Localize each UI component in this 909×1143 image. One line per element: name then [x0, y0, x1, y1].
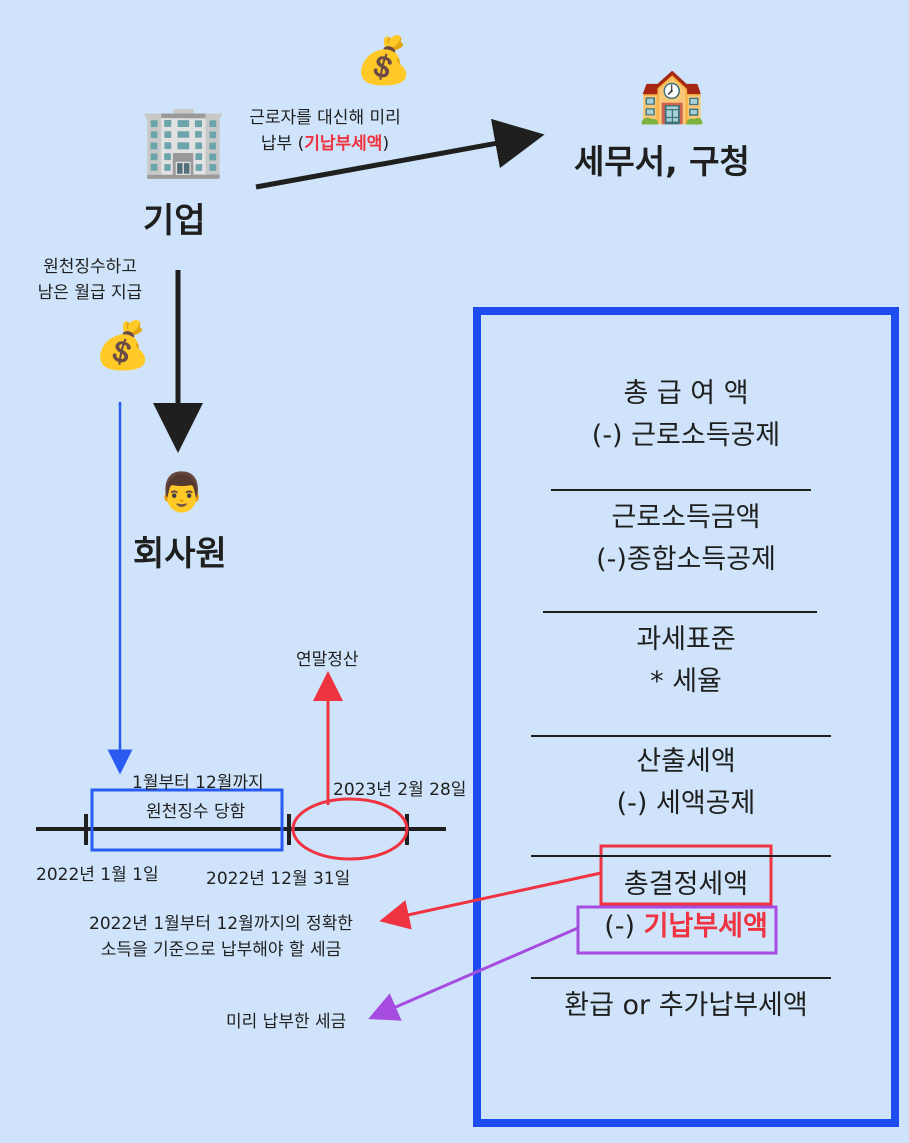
period-box-outline: [90, 788, 284, 852]
money-bag-icon-2: 💰: [94, 318, 152, 372]
total-determined-tax: 총결정세액: [623, 869, 749, 900]
separator-5: [531, 977, 831, 979]
prepaid-tax-outline: [576, 905, 778, 955]
tax-rate: * 세율: [650, 666, 722, 697]
separator-2: [543, 611, 817, 613]
office-building-icon: 🏢: [140, 99, 228, 181]
arrow-label-withhold-line1: 원천징수하고: [43, 257, 137, 277]
comprehensive-income-deduction: (-)종합소득공제: [596, 544, 776, 575]
tax-calc-box-outline: [473, 307, 899, 1127]
employee-label: 회사원: [133, 534, 227, 574]
tax-office-label: 세무서, 구청: [574, 142, 750, 181]
company-label: 기업: [143, 201, 206, 241]
determined-tax-note-line1: 2022년 1월부터 12월까지의 정확한: [89, 914, 353, 934]
arrow-label-withhold-line2: 남은 월급 지급: [37, 283, 143, 303]
arrow-label-withhold: 원천징수하고 남은 월급 지급: [20, 254, 160, 306]
prepaid-tax-note: 미리 납부한 세금: [226, 1012, 347, 1032]
man-icon: 👨: [158, 470, 206, 514]
prepaid-tax-highlight: 기납부세액: [643, 911, 768, 942]
arrow-company-to-office: [255, 118, 545, 190]
tax-calc-box: 총 급 여 액 (-) 근로소득공제 근로소득금액 (-)종합소득공제 과세표준…: [481, 315, 891, 1119]
school-building-icon: 🏫: [638, 63, 706, 126]
tax-credit: (-) 세액공제: [616, 788, 756, 819]
separator-1: [551, 489, 811, 491]
prepaid-tax-row: (-) 기납부세액: [481, 906, 891, 948]
gross-pay: 총 급 여 액: [623, 378, 749, 409]
computed-tax: 산출세액: [636, 746, 736, 777]
period-title: 1월부터 12월까지: [132, 773, 264, 793]
prepaid-tax-prefix: (-): [604, 911, 644, 942]
arrow-determined-to-note: [379, 871, 602, 930]
timeline-end-label: 2022년 12월 31일: [206, 869, 351, 889]
arrow-label-prepay-highlight: 기납부세액: [304, 134, 383, 154]
arrow-label-prepay-prefix: 납부 (: [260, 134, 305, 154]
refund-or-additional-tax: 환급 or 추가납부세액: [564, 990, 808, 1021]
determined-tax-outline: [599, 844, 773, 906]
arrow-label-prepay: 근로자를 대신해 미리 납부 (기납부세액): [225, 105, 425, 157]
settlement-ellipse: [291, 797, 409, 861]
arrow-label-prepay-suffix: ): [382, 134, 390, 154]
earned-income-deduction: (-) 근로소득공제: [591, 420, 781, 451]
arrow-label-prepay-line1: 근로자를 대신해 미리: [249, 108, 401, 128]
arrow-prepaid-to-note: [368, 926, 579, 1021]
year-end-settlement-label: 연말정산: [296, 650, 359, 670]
earned-income-amount: 근로소득금액: [611, 502, 761, 533]
settle-deadline-label: 2023년 2월 28일: [333, 780, 467, 800]
separator-4: [531, 855, 831, 857]
determined-tax-note-line2: 소득을 기준으로 납부해야 할 세금: [100, 940, 342, 960]
arrow-label-prepay-line2: 납부 (기납부세액): [225, 131, 425, 157]
timeline-start-label: 2022년 1월 1일: [36, 865, 159, 885]
determined-tax-note: 2022년 1월부터 12월까지의 정확한 소득을 기준으로 납부해야 할 세금: [56, 911, 386, 963]
money-bag-icon: 💰: [355, 33, 413, 87]
separator-3: [531, 735, 831, 737]
tax-base: 과세표준: [636, 624, 736, 655]
period-box-text: 원천징수 당함: [146, 802, 246, 822]
